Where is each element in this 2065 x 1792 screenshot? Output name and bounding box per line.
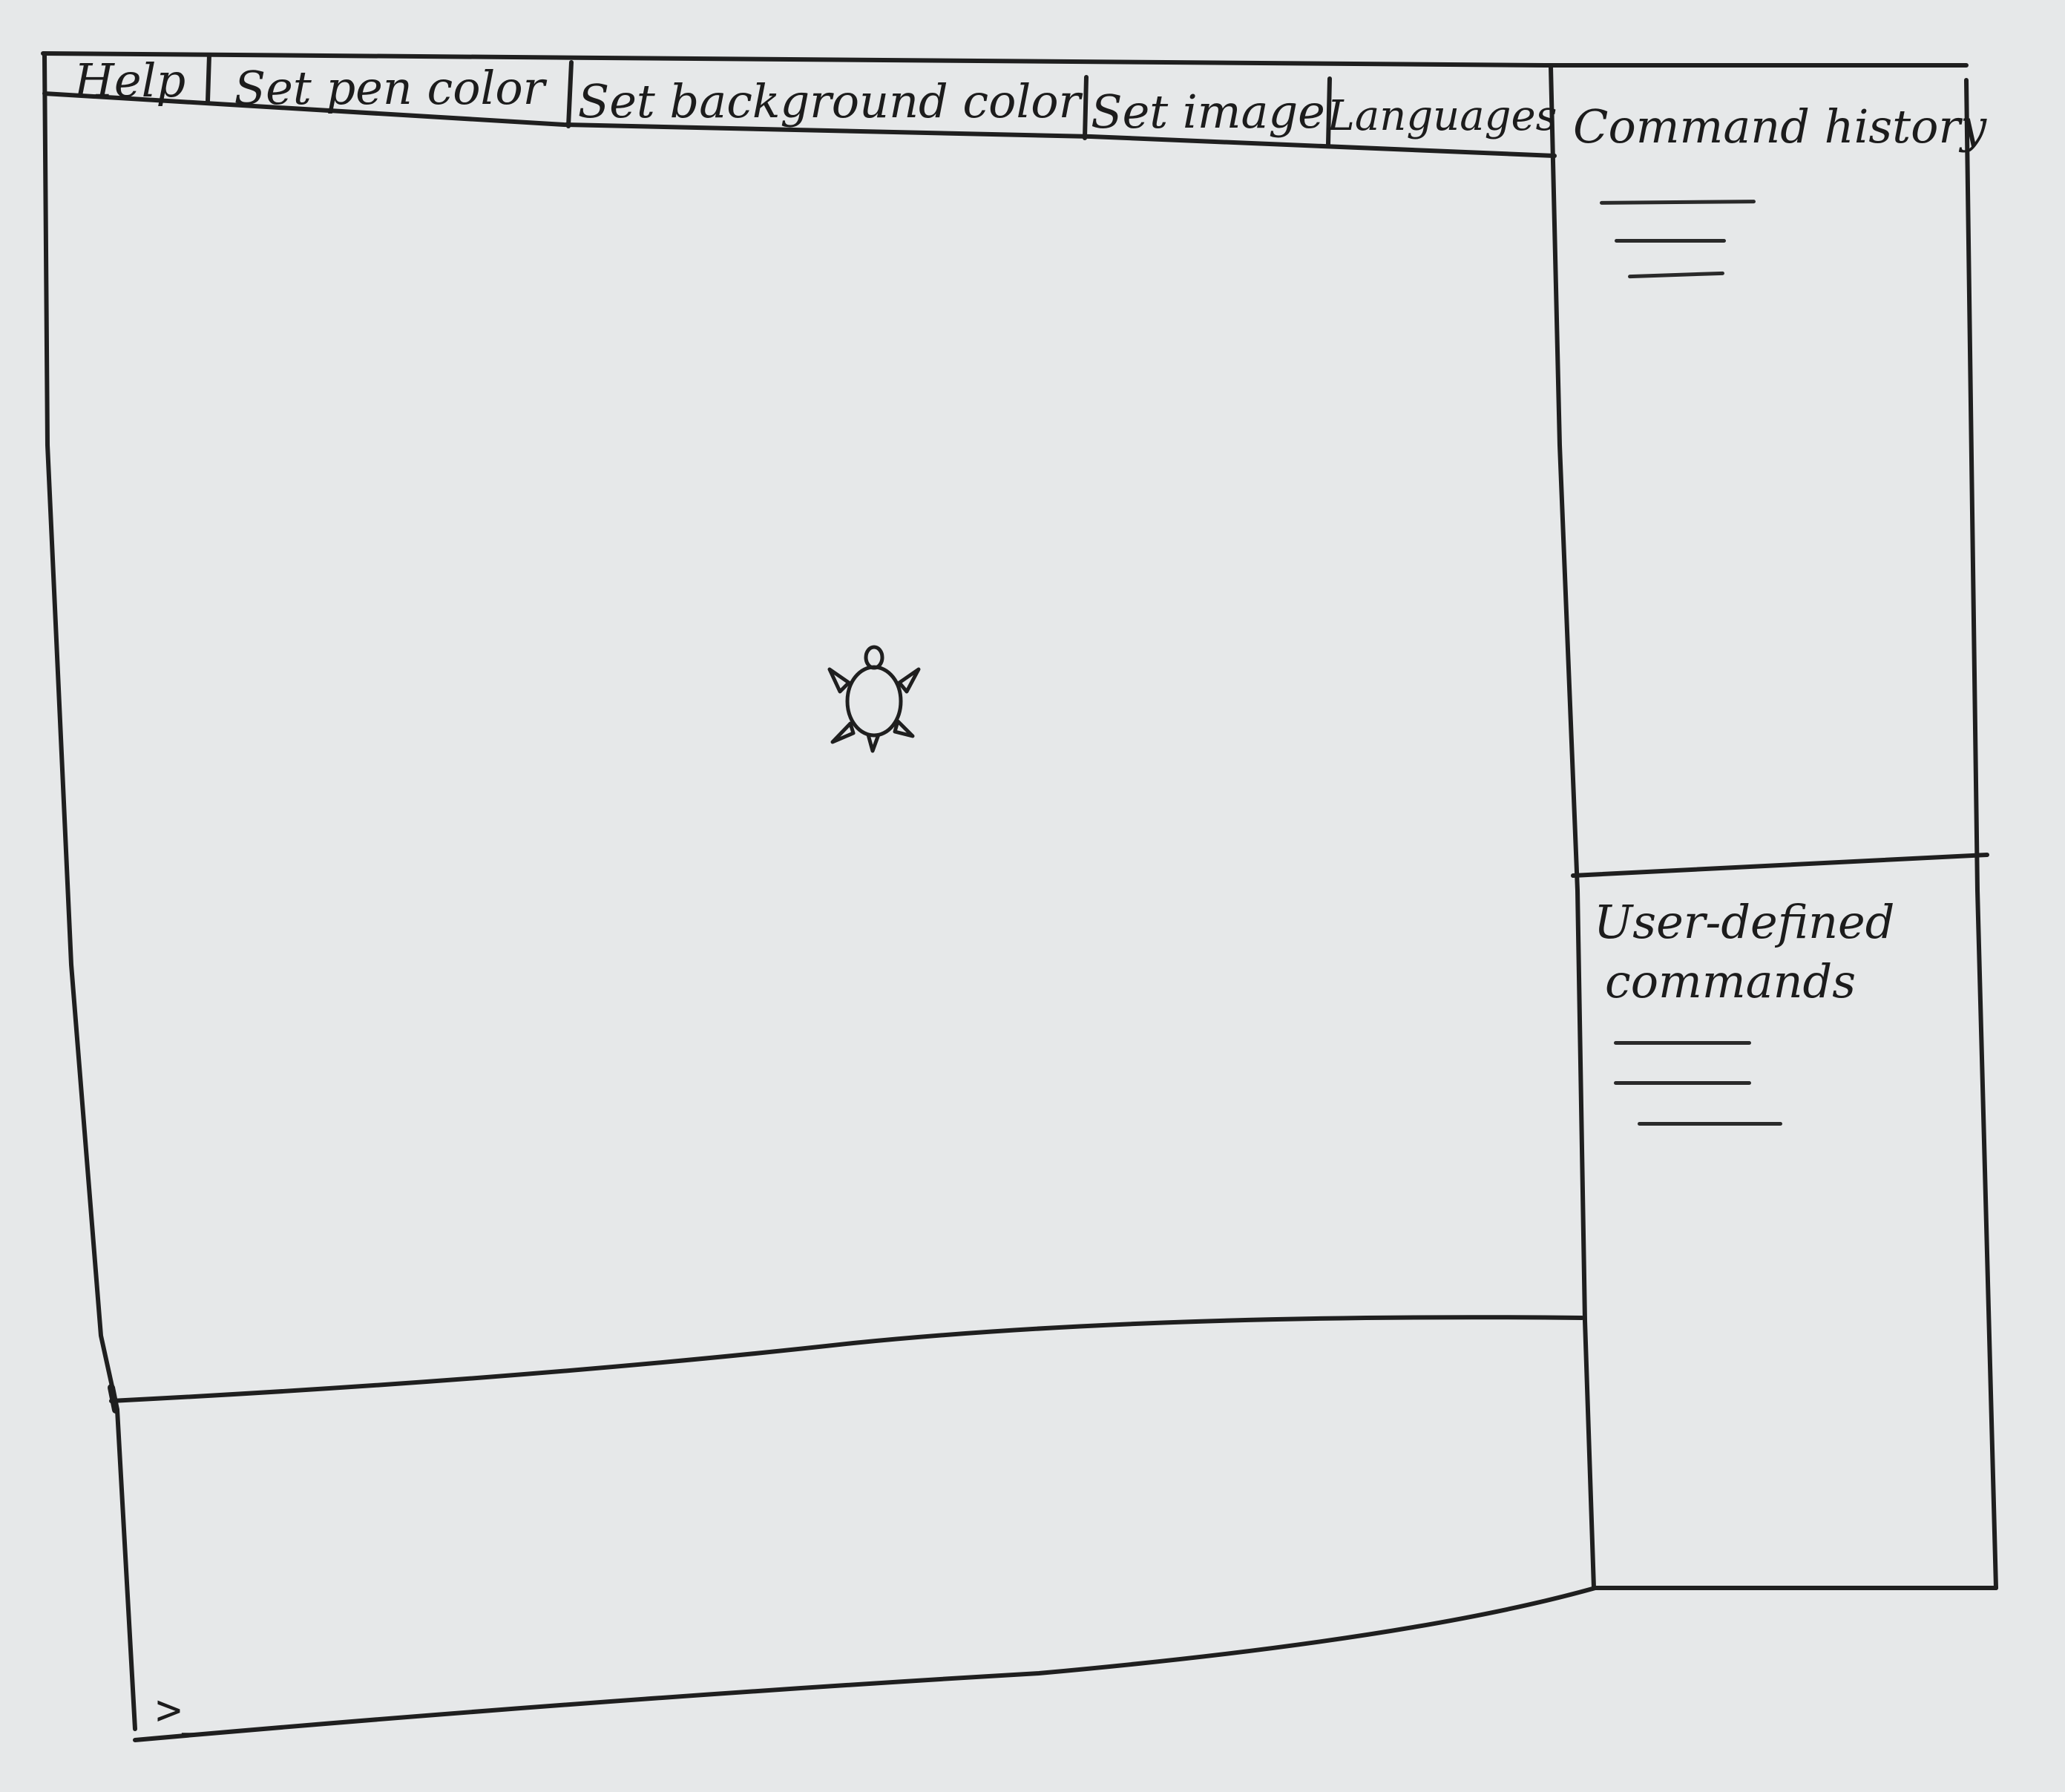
user-defined-commands-title-line1: User-defined bbox=[1594, 895, 1895, 949]
user-command-entry[interactable] bbox=[1614, 1041, 1751, 1045]
command-history-entry[interactable] bbox=[1599, 200, 1756, 205]
turtle-canvas[interactable] bbox=[82, 160, 1558, 1317]
user-command-entry[interactable] bbox=[1638, 1122, 1782, 1126]
languages-button[interactable]: Languages bbox=[1327, 71, 1557, 160]
user-defined-commands-panel[interactable]: User-defined commands bbox=[1577, 876, 1989, 1581]
command-history-title: Command history bbox=[1573, 99, 1987, 154]
command-console[interactable] bbox=[126, 1410, 1580, 1707]
turtle-icon bbox=[827, 645, 921, 753]
set-background-color-label: Set background color bbox=[577, 73, 1081, 128]
set-pen-color-label: Set pen color bbox=[234, 60, 545, 115]
help-menu-button[interactable]: Help bbox=[52, 36, 208, 125]
command-history-entry[interactable] bbox=[1615, 239, 1726, 243]
set-image-button[interactable]: Set image bbox=[1089, 67, 1327, 156]
user-command-entry[interactable] bbox=[1614, 1081, 1751, 1085]
set-background-color-button[interactable]: Set background color bbox=[575, 56, 1083, 145]
command-history-panel[interactable]: Command history bbox=[1566, 82, 1986, 868]
languages-label: Languages bbox=[1327, 91, 1557, 140]
console-prompt[interactable]: >_ bbox=[156, 1684, 208, 1735]
command-history-entry[interactable] bbox=[1627, 271, 1725, 279]
help-menu-label: Help bbox=[73, 53, 186, 108]
user-defined-commands-title-line2: commands bbox=[1605, 954, 1856, 1008]
set-image-label: Set image bbox=[1091, 84, 1325, 139]
set-pen-color-button[interactable]: Set pen color bbox=[215, 43, 564, 132]
